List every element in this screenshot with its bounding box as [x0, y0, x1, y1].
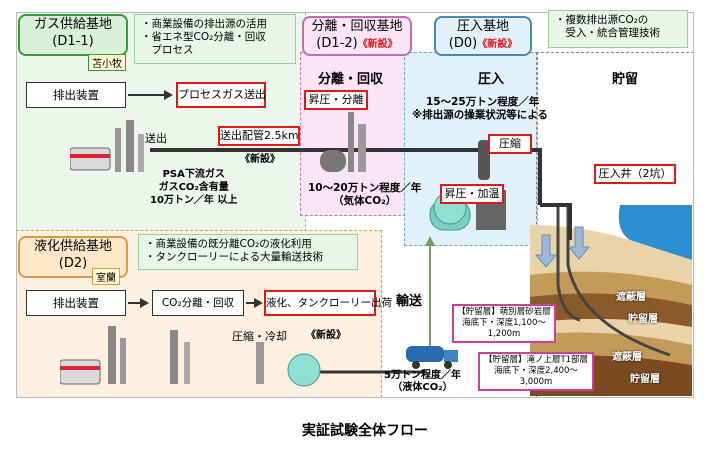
inj-base-note: ・複数排出源CO₂の 受入・統合管理技術	[548, 10, 688, 48]
sep-amount-line2: （気体CO₂）	[333, 195, 397, 207]
sep-base-code: (D1-2)	[316, 36, 358, 51]
reservoir-lower-line1: 【貯留層】滝ノ上層T1部層	[483, 355, 589, 365]
arrow-right-icon	[128, 90, 173, 100]
inj-note-line1: ・複数排出源CO₂の	[555, 14, 649, 26]
reservoir-lower: 【貯留層】滝ノ上層T1部層 海底下・深度2,400～3,000m	[478, 352, 594, 391]
bottom-separate-box: CO₂分離・回収	[152, 290, 244, 316]
geology-illustration	[530, 205, 692, 396]
inj-amount-line1: 15～25万トン程度／年	[426, 96, 540, 108]
sep-base-header: 分離・回収基地 (D1-2)《新設》	[302, 16, 412, 56]
truck-amount-line2: （液体CO₂）	[392, 382, 453, 393]
gas-note-line2: ・省エネ型CO₂分離・回収	[141, 31, 266, 43]
stratum-reservoir-2: 貯留層	[630, 374, 660, 385]
liquefy-box: 液化、タンクローリー出荷	[264, 290, 392, 316]
compress-box: 圧縮	[488, 134, 532, 154]
arrow-right-icon	[128, 298, 149, 308]
compress-cool-label: 圧縮・冷却	[232, 330, 287, 343]
truck-amount: 5万トン程度／年 （液体CO₂）	[384, 370, 461, 394]
psa-line3: 10万トン／年 以上	[150, 195, 238, 206]
inj-base-new: 《新設》	[477, 39, 518, 50]
gas-base-header: ガス供給基地 (D1-1)	[18, 14, 128, 56]
pipe-new-label: 《新設》	[240, 154, 280, 165]
inj-amount-line2: ※排出源の操業状況等による	[412, 109, 548, 121]
section-transport: 輸送	[396, 294, 423, 309]
sep-plant-illustration	[320, 112, 366, 172]
arrow-right-icon	[246, 298, 263, 308]
gas-base-code: (D1-1)	[52, 34, 94, 49]
section-storage: 貯留	[612, 72, 639, 87]
bottom-exhaust-box: 排出装置	[26, 290, 126, 316]
liq-base-title: 液化供給基地	[33, 239, 112, 254]
liq-plant-illustration	[60, 326, 321, 387]
reservoir-lower-line2: 海底下・深度2,400～3,000m	[494, 366, 578, 387]
reservoir-upper-line1: 【貯留層】萌別層砂岩層	[457, 307, 551, 317]
sep-amount: 10～20万トン程度／年 （気体CO₂）	[308, 182, 421, 208]
bottom-new-label: 《新設》	[306, 330, 346, 341]
psa-line2: ガスCO₂含有量	[158, 182, 229, 193]
liq-note-line1: ・商業設備の既分離CO₂の液化利用	[145, 238, 312, 250]
reservoir-upper: 【貯留層】萌別層砂岩層 海底下・深度1,100～1,200m	[452, 304, 556, 343]
process-gas-box: プロセスガス送出	[176, 82, 266, 108]
stratum-seal-2: 遮蔽層	[612, 352, 642, 363]
boost-heat-box: 昇圧・加温	[440, 184, 504, 204]
liq-note-line2: ・タンクローリーによる大量輸送技術	[145, 251, 324, 263]
top-exhaust-box: 排出装置	[26, 82, 126, 108]
section-separation: 分離・回収	[318, 72, 384, 87]
sep-boost-box: 昇圧・分離	[304, 90, 368, 110]
inj-base-title: 圧入基地	[456, 19, 509, 34]
reservoir-upper-line2: 海底下・深度1,100～1,200m	[462, 318, 546, 339]
psa-line1: PSA下流ガス	[162, 169, 225, 180]
gas-note-line1: ・商業設備の排出源の活用	[141, 18, 267, 30]
liq-base-tag: 室蘭	[92, 268, 120, 285]
sep-base-title: 分離・回収基地	[311, 19, 403, 34]
inj-base-code: (D0)	[448, 36, 478, 51]
truck-amount-line1: 5万トン程度／年	[384, 370, 461, 381]
inj-note-line2: 受入・統合管理技術	[555, 27, 660, 39]
gas-note-line3: プロセス	[141, 44, 194, 56]
pipe-box: 送出配管2.5km	[218, 126, 300, 146]
sep-amount-line1: 10～20万トン程度／年	[308, 182, 422, 194]
injection-well-box: 圧入井（2坑）	[594, 164, 676, 184]
psa-info: PSA下流ガス ガスCO₂含有量 10万トン／年 以上	[150, 168, 237, 207]
liq-base-code: (D2)	[58, 256, 88, 271]
gas-base-tag: 苫小牧	[88, 54, 126, 71]
send-label: 送出	[145, 132, 167, 145]
gas-base-note: ・商業設備の排出源の活用 ・省エネ型CO₂分離・回収 プロセス	[134, 14, 296, 64]
inj-base-header: 圧入基地 (D0)《新設》	[434, 16, 532, 56]
sep-base-new: 《新設》	[357, 39, 398, 50]
section-injection: 圧入	[478, 72, 505, 87]
truck-icon	[406, 346, 458, 369]
stratum-reservoir-1: 貯留層	[628, 314, 658, 325]
liq-base-note: ・商業設備の既分離CO₂の液化利用 ・タンクローリーによる大量輸送技術	[138, 234, 358, 270]
inj-amount: 15～25万トン程度／年 ※排出源の操業状況等による	[412, 96, 548, 122]
stratum-seal-1: 遮蔽層	[616, 292, 646, 303]
gas-plant-illustration	[70, 120, 144, 172]
gas-base-title: ガス供給基地	[33, 17, 112, 32]
diagram-caption: 実証試験全体フロー	[302, 423, 428, 439]
